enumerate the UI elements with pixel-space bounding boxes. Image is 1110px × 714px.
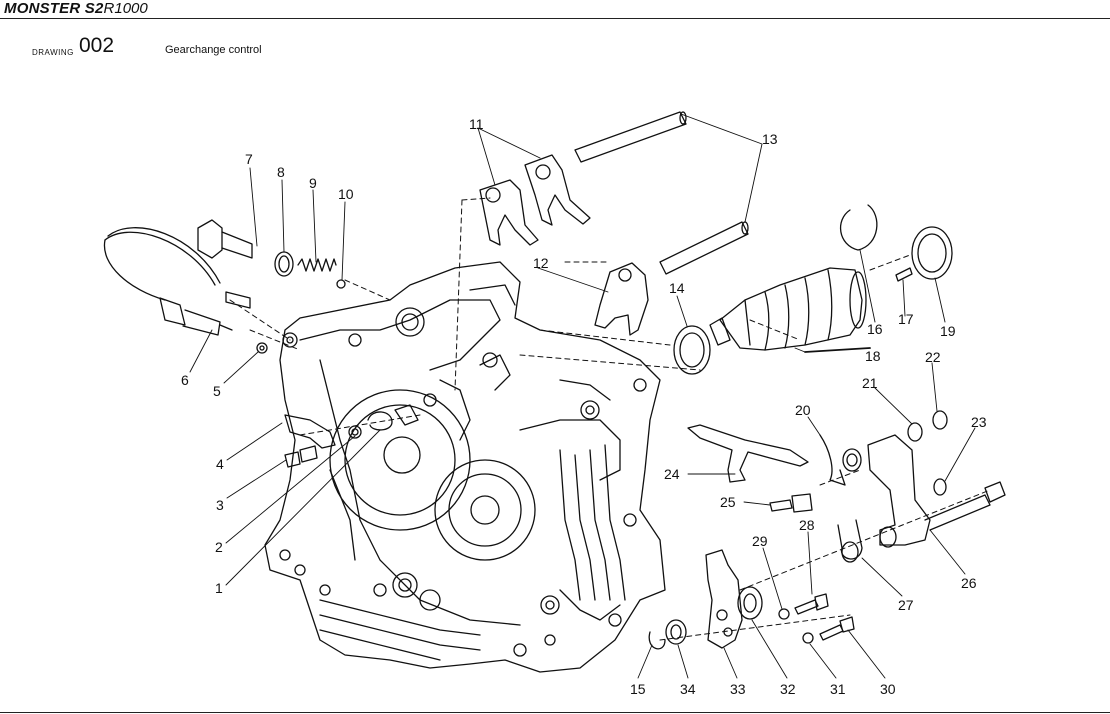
drawing-number: 002 bbox=[79, 34, 115, 57]
callout-8: 8 bbox=[277, 164, 285, 180]
callout-15: 15 bbox=[630, 681, 646, 697]
drum-retainers bbox=[840, 204, 953, 282]
callout-31: 31 bbox=[830, 681, 846, 697]
callout-29: 29 bbox=[752, 533, 768, 549]
callout-19: 19 bbox=[940, 323, 956, 339]
assembly-lines bbox=[229, 197, 991, 641]
callout-21: 21 bbox=[862, 375, 878, 391]
callout-27: 27 bbox=[898, 597, 914, 613]
drawing-label: DRAWING bbox=[32, 48, 74, 57]
fork-shafts bbox=[574, 111, 749, 275]
selector-detent-assembly bbox=[197, 219, 346, 289]
callout-10: 10 bbox=[338, 186, 354, 202]
crankcase-fasteners bbox=[284, 404, 419, 468]
selector-plate bbox=[687, 424, 809, 483]
drawing-title: Gearchange control bbox=[165, 44, 262, 56]
callout-16: 16 bbox=[867, 321, 883, 337]
callout-23: 23 bbox=[971, 414, 987, 430]
callout-12: 12 bbox=[533, 255, 549, 271]
callout-11: 11 bbox=[469, 116, 484, 132]
callout-14: 14 bbox=[669, 280, 685, 296]
callout-20: 20 bbox=[795, 402, 811, 418]
model-name-bold: MONSTER S2 bbox=[4, 0, 104, 17]
selector-drum bbox=[709, 267, 867, 351]
neutral-sensor bbox=[103, 227, 268, 354]
callout-22: 22 bbox=[925, 349, 941, 365]
selector-spring-group bbox=[819, 410, 948, 496]
callout-3: 3 bbox=[216, 497, 224, 513]
callout-25: 25 bbox=[720, 494, 736, 510]
part-number-labels: 1 2 3 4 5 6 7 8 9 10 11 12 13 14 15 16 1… bbox=[181, 116, 987, 697]
callout-32: 32 bbox=[780, 681, 796, 697]
plate-screw bbox=[769, 493, 813, 513]
callout-28: 28 bbox=[799, 517, 815, 533]
thrust-washer bbox=[673, 325, 711, 375]
model-name-light: R1000 bbox=[103, 0, 148, 17]
callout-34: 34 bbox=[680, 681, 696, 697]
callout-2: 2 bbox=[215, 539, 223, 555]
callout-5: 5 bbox=[213, 383, 221, 399]
callout-17: 17 bbox=[898, 311, 914, 327]
callout-13: 13 bbox=[762, 131, 778, 147]
callout-26: 26 bbox=[961, 575, 977, 591]
callout-6: 6 bbox=[181, 372, 189, 388]
model-title: MONSTER S2R1000 bbox=[4, 0, 148, 18]
callout-30: 30 bbox=[880, 681, 896, 697]
callout-18: 18 bbox=[865, 348, 881, 364]
ratchet-hardware bbox=[648, 549, 855, 650]
callout-1: 1 bbox=[215, 580, 223, 596]
selector-forks bbox=[479, 154, 649, 336]
callout-9: 9 bbox=[309, 175, 317, 191]
footer-divider bbox=[0, 712, 1110, 713]
gearchange-shaft bbox=[867, 434, 1006, 548]
return-spring bbox=[837, 519, 863, 563]
crankcase-half bbox=[264, 261, 666, 673]
callout-33: 33 bbox=[730, 681, 746, 697]
callout-7: 7 bbox=[245, 151, 253, 167]
callout-4: 4 bbox=[216, 456, 224, 472]
leader-lines bbox=[189, 113, 976, 679]
header-divider bbox=[0, 18, 1110, 19]
callout-24: 24 bbox=[664, 466, 680, 482]
